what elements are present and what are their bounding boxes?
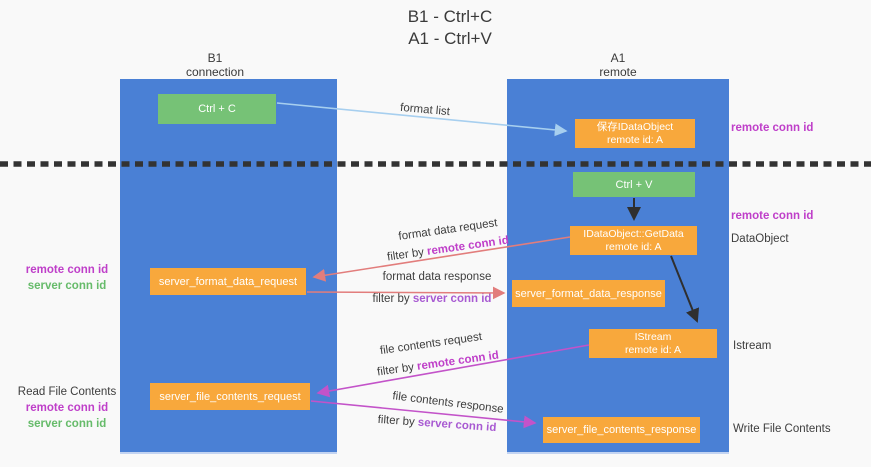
annotation-write-file-contents: Write File Contents [733, 423, 831, 435]
remote-conn-id-key: remote conn id [426, 234, 510, 258]
filter-by-prefix: filter by [376, 360, 418, 379]
node-istream: IStream remote id: A [589, 329, 717, 358]
title-line-1: B1 - Ctrl+C [407, 7, 493, 26]
node-server-format-data-response: server_format_data_response [512, 280, 665, 307]
page-title: B1 - Ctrl+C A1 - Ctrl+V [350, 6, 550, 50]
annotation-remote-conn-id-mid: remote conn id [731, 210, 814, 222]
node-istream-line1: IStream [634, 330, 672, 343]
message-format-list: format list [399, 101, 451, 119]
lifeline-a1-header: A1 remote [507, 51, 729, 79]
annotation-read-file-contents: Read File Contents [17, 386, 117, 398]
lifeline-b1-role: connection [185, 65, 245, 79]
node-save-idataobject-line1: 保存IDataObject [596, 120, 674, 133]
annotation-remote-conn-id-top: remote conn id [731, 122, 814, 134]
lifeline-b1-header: B1 connection [120, 51, 310, 79]
node-idataobject-getdata: IDataObject::GetData remote id: A [570, 226, 697, 255]
message-file-contents-response: file contents response [391, 390, 505, 416]
annotation-left-server-conn-id-format: server conn id [27, 280, 107, 292]
annotation-left-remote-conn-id-file: remote conn id [25, 402, 109, 414]
annotation-group-file: Read File Contents remote conn id server… [12, 384, 122, 432]
filter-by-prefix: filter by [386, 245, 428, 264]
server-conn-id-key: server conn id [417, 416, 497, 435]
filter-by-prefix: filter by [377, 413, 419, 429]
node-idataobject-getdata-line2: remote id: A [605, 240, 662, 253]
node-save-idataobject-line2: remote id: A [606, 133, 664, 146]
annotation-istream: Istream [733, 340, 772, 352]
annotation-dataobject: DataObject [731, 233, 789, 245]
node-server-file-contents-response: server_file_contents_response [543, 417, 700, 443]
node-idataobject-getdata-line1: IDataObject::GetData [583, 227, 684, 240]
remote-conn-id-key: remote conn id [416, 349, 500, 373]
filter-by-prefix: filter by [372, 293, 413, 305]
annotation-group-format: remote conn id server conn id [12, 262, 122, 294]
node-ctrl-v: Ctrl + V [573, 172, 695, 197]
node-server-file-contents-request: server_file_contents_request [150, 383, 310, 410]
message-format-data-response: format data response [382, 271, 492, 283]
lifeline-b1-name: B1 [207, 51, 223, 65]
lifeline-a1-role: remote [599, 65, 637, 79]
message-format-data-response-filter: filter by server conn id [373, 293, 492, 305]
node-save-idataobject: 保存IDataObject remote id: A [575, 119, 695, 148]
server-conn-id-key: server conn id [412, 293, 492, 305]
node-server-format-data-request: server_format_data_request [150, 268, 306, 295]
lifeline-a1-name: A1 [610, 51, 626, 65]
title-line-2: A1 - Ctrl+V [408, 29, 492, 48]
node-ctrl-c: Ctrl + C [158, 94, 276, 124]
annotation-left-remote-conn-id-format: remote conn id [25, 264, 109, 276]
message-file-contents-response-filter: filter by server conn id [377, 414, 496, 434]
annotation-left-server-conn-id-file: server conn id [27, 418, 107, 430]
node-istream-line2: remote id: A [624, 343, 682, 356]
